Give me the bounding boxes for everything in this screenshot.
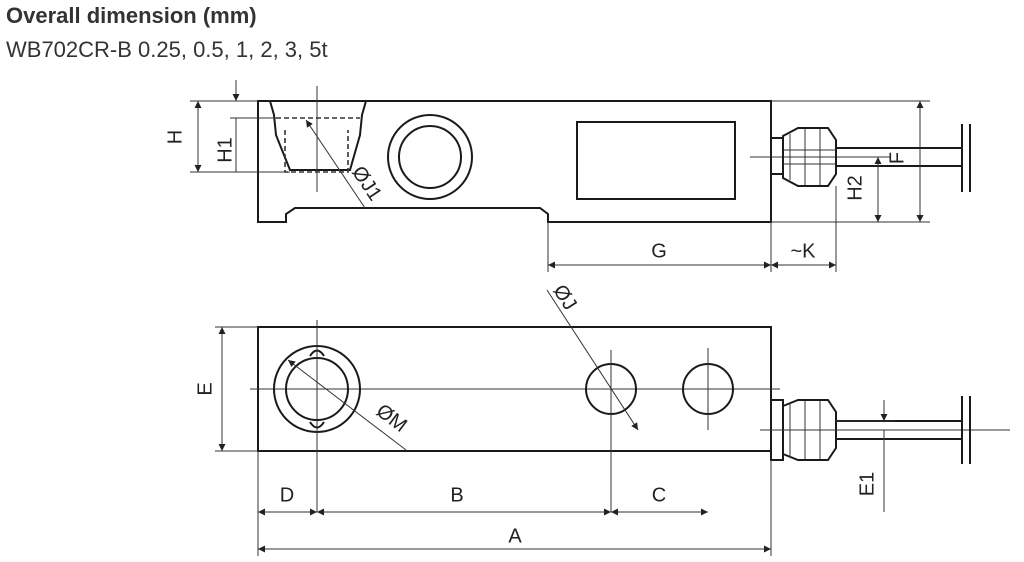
- label-j: ØJ: [548, 281, 580, 314]
- page-title: Overall dimension (mm): [6, 3, 257, 28]
- side-counterbore: [269, 100, 367, 171]
- model-subtitle: WB702CR-B 0.25, 0.5, 1, 2, 3, 5t: [6, 37, 328, 62]
- side-circle-outer: [387, 114, 473, 200]
- label-d: D: [280, 484, 294, 506]
- label-e1: E1: [856, 472, 878, 496]
- label-j1: ØJ1: [347, 162, 386, 205]
- label-k: ~K: [790, 240, 816, 262]
- side-label-window: [576, 121, 736, 200]
- side-view: H H1 ØJ1 F H2 G ~K: [164, 80, 971, 272]
- label-f: F: [886, 152, 908, 164]
- side-cable-gland: [770, 127, 837, 187]
- label-c: C: [652, 484, 666, 506]
- top-view: ØM ØJ E E1 D B: [194, 281, 1010, 556]
- label-m: ØM: [372, 400, 411, 437]
- label-h2: H2: [844, 175, 866, 201]
- side-circle-inner: [398, 125, 462, 189]
- label-b: B: [450, 484, 463, 506]
- label-h1: H1: [214, 137, 236, 163]
- side-body-outline: [257, 100, 772, 223]
- label-h: H: [164, 130, 186, 144]
- label-a: A: [508, 525, 522, 547]
- label-e: E: [194, 382, 216, 395]
- label-g: G: [651, 240, 667, 262]
